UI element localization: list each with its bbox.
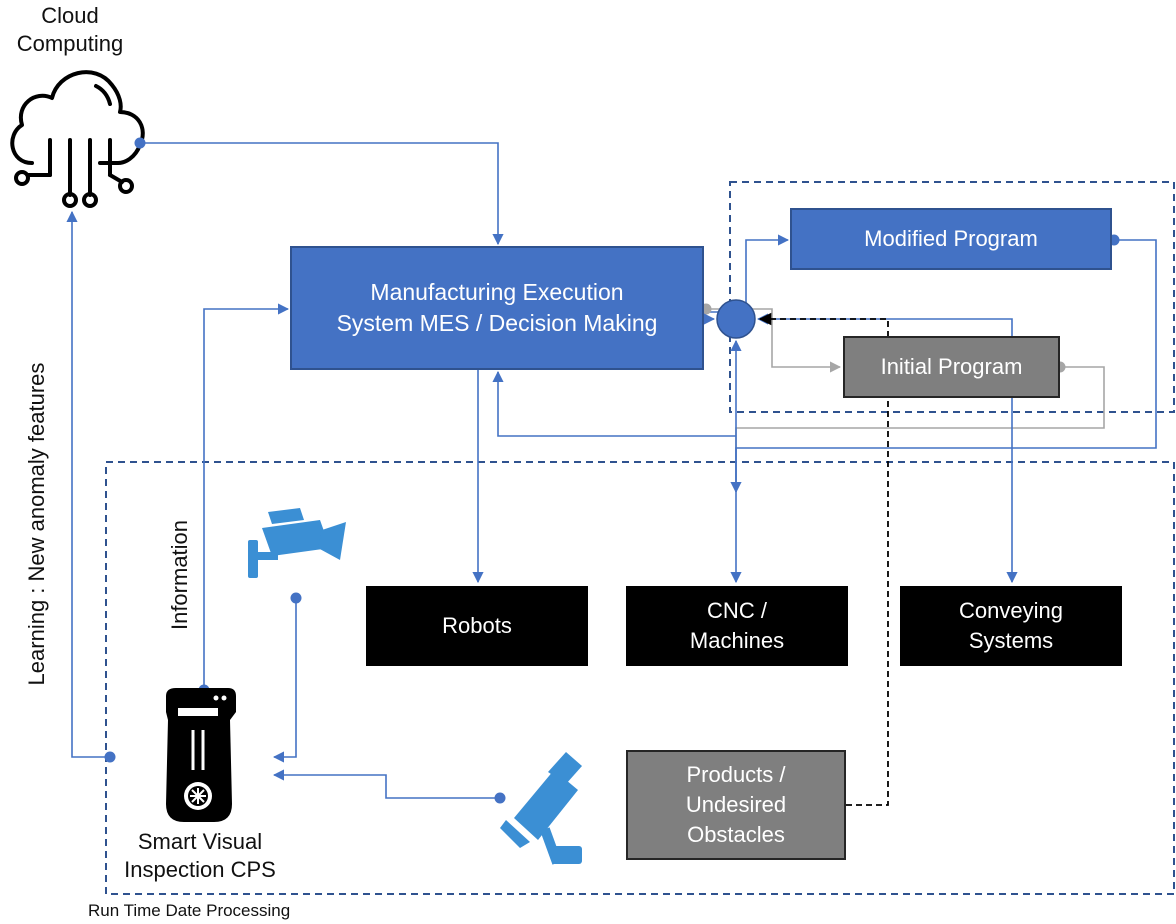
products-box[interactable]: Products / Undesired Obstacles: [626, 750, 846, 860]
cnc-label-line1: CNC /: [707, 598, 767, 624]
cnc-label-line2: Machines: [689, 628, 785, 653]
mes-label-line2: System MES / Decision Making: [336, 310, 658, 336]
mes-label-line1: Manufacturing Execution: [370, 278, 624, 305]
cloud-to-mes-connector: [140, 142, 504, 246]
modified-program-label: Modified Program: [864, 226, 1038, 252]
modified-program-box[interactable]: Modified Program: [790, 208, 1112, 270]
products-label-line1: Products /: [686, 762, 786, 788]
security-camera-icon: [248, 508, 346, 578]
inspection-label-line2: Inspection CPS: [124, 856, 276, 882]
robots-label: Robots: [442, 613, 512, 639]
camera-top-connector: [272, 598, 297, 763]
learning-label: Learning : New anomaly features: [24, 362, 49, 686]
cloud-label-line1: Cloud: [41, 3, 99, 28]
learning-connector: [66, 210, 110, 758]
cloud-network-icon: [10, 70, 145, 208]
security-camera-icon: [500, 752, 582, 865]
initial-program-box[interactable]: Initial Program: [843, 336, 1060, 398]
conveying-label-line2: Systems: [968, 628, 1054, 653]
inspection-label-line1: Smart Visual: [137, 829, 263, 854]
products-label-line2: Undesired: [685, 792, 787, 818]
runtime-label: Run Time Date Processing: [88, 901, 291, 920]
products-label-line3: Obstacles: [687, 821, 785, 847]
inspection-label: Smart Visual Inspection CPS: [120, 828, 280, 883]
hub-to-mes-connector: [492, 370, 736, 437]
cloud-label-line2: Computing: [16, 30, 124, 56]
mes-box[interactable]: Manufacturing Execution System MES / Dec…: [290, 246, 704, 370]
camera-bottom-connector: [272, 769, 500, 799]
conveying-label-line1: Conveying: [959, 598, 1063, 624]
products-to-hub-connector: [758, 312, 889, 806]
cloud-label: Cloud Computing: [0, 2, 140, 57]
inspection-device-icon: [166, 688, 236, 822]
robots-box[interactable]: Robots: [366, 586, 588, 666]
cnc-machines-box[interactable]: CNC / Machines: [626, 586, 848, 666]
initial-program-label: Initial Program: [880, 354, 1023, 380]
information-label: Information: [167, 519, 192, 631]
information-connector: [203, 303, 290, 690]
mes-to-modified-connector: [706, 234, 790, 313]
program-group-border: [729, 181, 1175, 413]
conveying-systems-box[interactable]: Conveying Systems: [900, 586, 1122, 666]
